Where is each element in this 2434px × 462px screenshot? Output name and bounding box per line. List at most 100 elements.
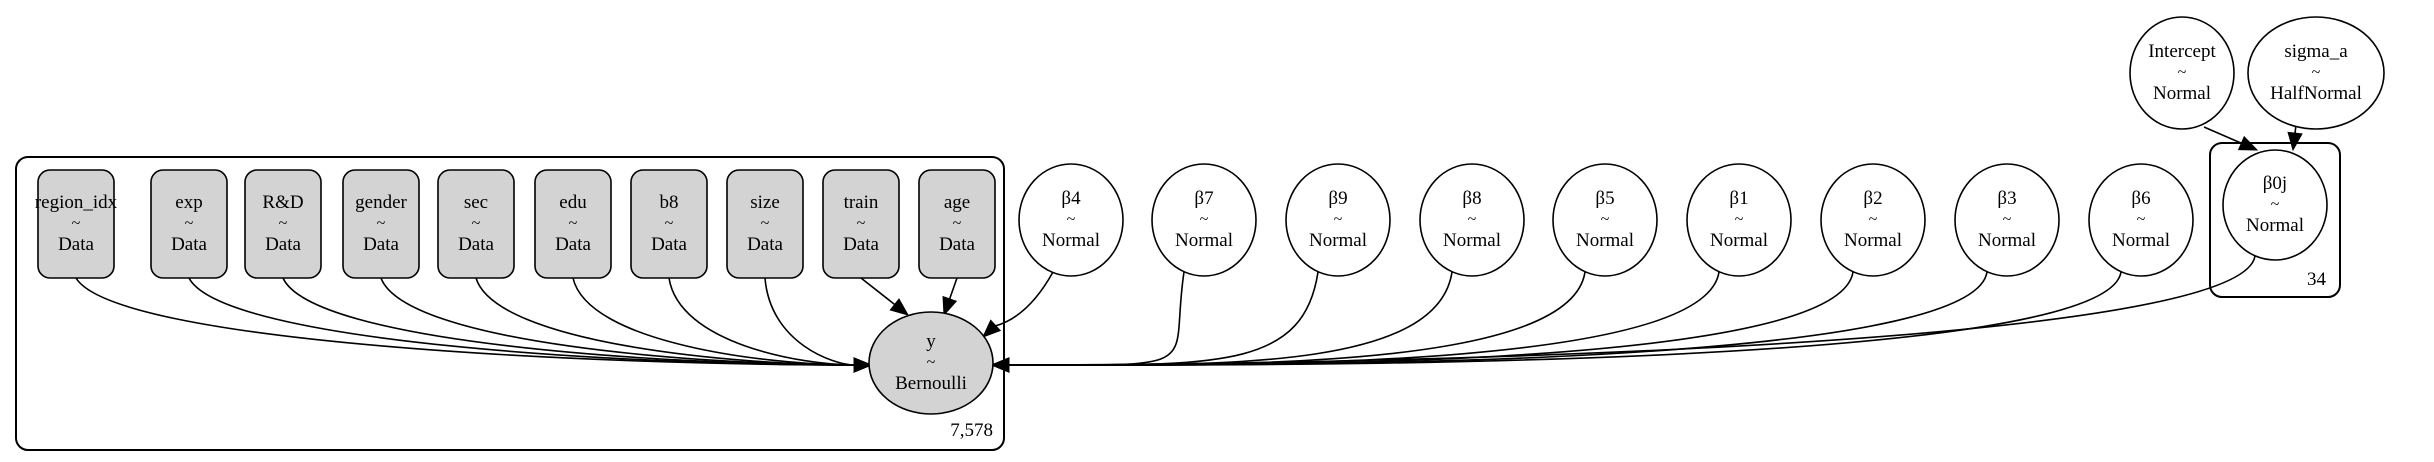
y-node-tilde: ~ — [927, 354, 936, 371]
data-node-gender-box — [342, 169, 420, 279]
beta-node-2-ellipse — [1151, 163, 1257, 277]
beta-node-7-tilde: ~ — [1869, 211, 1878, 228]
outer-plate-label: 7,578 — [950, 420, 993, 441]
beta-node-8[interactable]: β3~Normal — [1954, 163, 2060, 277]
beta-node-7-label: β2 — [1863, 188, 1882, 209]
data-node-r-d-box — [244, 169, 322, 279]
b0j-node-distribution: Normal — [2246, 215, 2304, 236]
beta-node-5-label: β5 — [1595, 188, 1614, 209]
edge-age-to-y — [948, 277, 958, 301]
beta-node-1[interactable]: β4~Normal — [1018, 163, 1124, 277]
data-node-r-d-distribution: Data — [265, 234, 301, 255]
beta-node-2[interactable]: β7 ~ Normal — [1151, 163, 1257, 277]
beta-node-2-distribution: Normal — [1175, 230, 1233, 251]
sigma-a-node-label: sigma_a — [2284, 41, 2348, 62]
edge-b0j-to-y-arrowhead — [990, 357, 1010, 373]
data-node-exp-tilde: ~ — [185, 215, 194, 232]
b0j-node[interactable]: β0j~Normal — [2222, 149, 2328, 261]
beta-node-1-distribution: Normal — [1042, 230, 1100, 251]
edge-beta-4-to-y — [1007, 271, 1453, 366]
edge-b0j-to-y — [1007, 255, 2256, 366]
data-node-size-box — [726, 169, 804, 279]
edge-beta-1-to-y-arrowhead — [982, 319, 1002, 338]
beta-node-5-distribution: Normal — [1576, 230, 1634, 251]
data-node-age[interactable]: age~Data — [918, 169, 996, 279]
beta-node-6-distribution: Normal — [1710, 230, 1768, 251]
beta-node-2-label: β7 — [1194, 188, 1213, 209]
edge-age-to-y-arrowhead — [942, 295, 958, 317]
edge-sigma-a-to-b0j-arrowhead — [2287, 131, 2303, 152]
data-node-gender[interactable]: gender~Data — [342, 169, 420, 279]
edge-train-to-y-arrowhead — [889, 298, 910, 316]
outer-plate — [15, 156, 1005, 451]
data-node-region-idx-tilde: ~ — [72, 215, 81, 232]
data-node-sec-tilde: ~ — [472, 215, 481, 232]
edge-beta-9-to-y — [1007, 271, 2122, 366]
data-node-train[interactable]: train~Data — [822, 169, 900, 279]
intercept-node[interactable]: Intercept~Normal — [2129, 16, 2235, 130]
beta-node-7-ellipse — [1820, 163, 1926, 277]
y-node-distribution: Bernoulli — [895, 373, 967, 394]
data-node-edu-box — [534, 169, 612, 279]
beta-node-3[interactable]: β9~Normal — [1285, 163, 1391, 277]
beta-node-4[interactable]: β8 ~ Normal — [1419, 163, 1525, 277]
beta-node-4-label: β8 — [1462, 188, 1481, 209]
data-node-size[interactable]: size~Data — [726, 169, 804, 279]
beta-node-8-label: β3 — [1997, 188, 2016, 209]
beta-node-1-ellipse — [1018, 163, 1124, 277]
data-node-exp-label: exp — [175, 192, 202, 213]
data-node-edu[interactable]: edu~Data — [534, 169, 612, 279]
edge-size-to-y — [764, 277, 856, 366]
data-node-r-d-tilde: ~ — [279, 215, 288, 232]
beta-node-5-tilde: ~ — [1601, 211, 1610, 228]
data-node-b8-distribution: Data — [651, 234, 687, 255]
sigma-a-node-tilde: ~ — [2312, 64, 2321, 81]
data-node-edu-distribution: Data — [555, 234, 591, 255]
beta-node-7[interactable]: β2~Normal — [1820, 163, 1926, 277]
edge-b8-to-y — [668, 277, 856, 366]
edge-exp-to-y — [188, 277, 856, 366]
beta-node-4-tilde: ~ — [1468, 211, 1477, 228]
data-node-b8-label: b8 — [660, 192, 679, 213]
edge-beta-6-to-y — [1007, 271, 1720, 366]
nodes-layer: region_idx ~ Data exp ~ Data R&D ~ Data gender~Da… — [35, 16, 2385, 415]
b0j-node-tilde: ~ — [2271, 196, 2280, 213]
beta-node-2-tilde: ~ — [1200, 211, 1209, 228]
data-node-b8[interactable]: b8 ~ Data — [630, 169, 708, 279]
sigma-a-node-distribution: HalfNormal — [2270, 83, 2362, 104]
intercept-node-tilde: ~ — [2178, 64, 2187, 81]
data-node-exp-distribution: Data — [171, 234, 207, 255]
data-node-gender-tilde: ~ — [377, 215, 386, 232]
data-node-age-box — [918, 169, 996, 279]
beta-node-9-ellipse — [2088, 163, 2194, 277]
beta-node-4-distribution: Normal — [1443, 230, 1501, 251]
data-node-age-distribution: Data — [939, 234, 975, 255]
edge-train-to-y — [860, 277, 896, 306]
data-node-size-distribution: Data — [747, 234, 783, 255]
data-node-sec[interactable]: sec~Data — [437, 169, 515, 279]
beta-node-8-ellipse — [1954, 163, 2060, 277]
edge-region-idx-to-y — [75, 277, 856, 366]
b0j-node-ellipse — [2222, 149, 2328, 261]
data-node-age-tilde: ~ — [953, 215, 962, 232]
beta-node-3-label: β9 — [1328, 188, 1347, 209]
beta-node-5[interactable]: β5 ~ Normal — [1552, 163, 1658, 277]
edge-edu-to-y — [572, 277, 856, 366]
sigma-a-node[interactable]: sigma_a ~ HalfNormal — [2247, 16, 2385, 130]
data-node-exp-box — [150, 169, 228, 279]
y-node[interactable]: y~Bernoulli — [868, 311, 994, 415]
beta-node-6[interactable]: β1~Normal — [1686, 163, 1792, 277]
beta-node-9-label: β6 — [2131, 188, 2150, 209]
intercept-node-label: Intercept — [2148, 41, 2216, 62]
data-node-r-d[interactable]: R&D ~ Data — [244, 169, 322, 279]
beta-node-9[interactable]: β6~Normal — [2088, 163, 2194, 277]
beta-node-1-label: β4 — [1061, 188, 1081, 209]
data-node-region-idx-label: region_idx — [35, 192, 118, 213]
data-node-b8-tilde: ~ — [665, 215, 674, 232]
data-node-train-tilde: ~ — [857, 215, 866, 232]
data-node-region-idx[interactable]: region_idx~Data — [35, 169, 118, 279]
data-node-train-label: train — [844, 192, 879, 213]
data-node-exp[interactable]: exp ~ Data — [150, 169, 228, 279]
data-node-r-d-label: R&D — [262, 192, 303, 213]
